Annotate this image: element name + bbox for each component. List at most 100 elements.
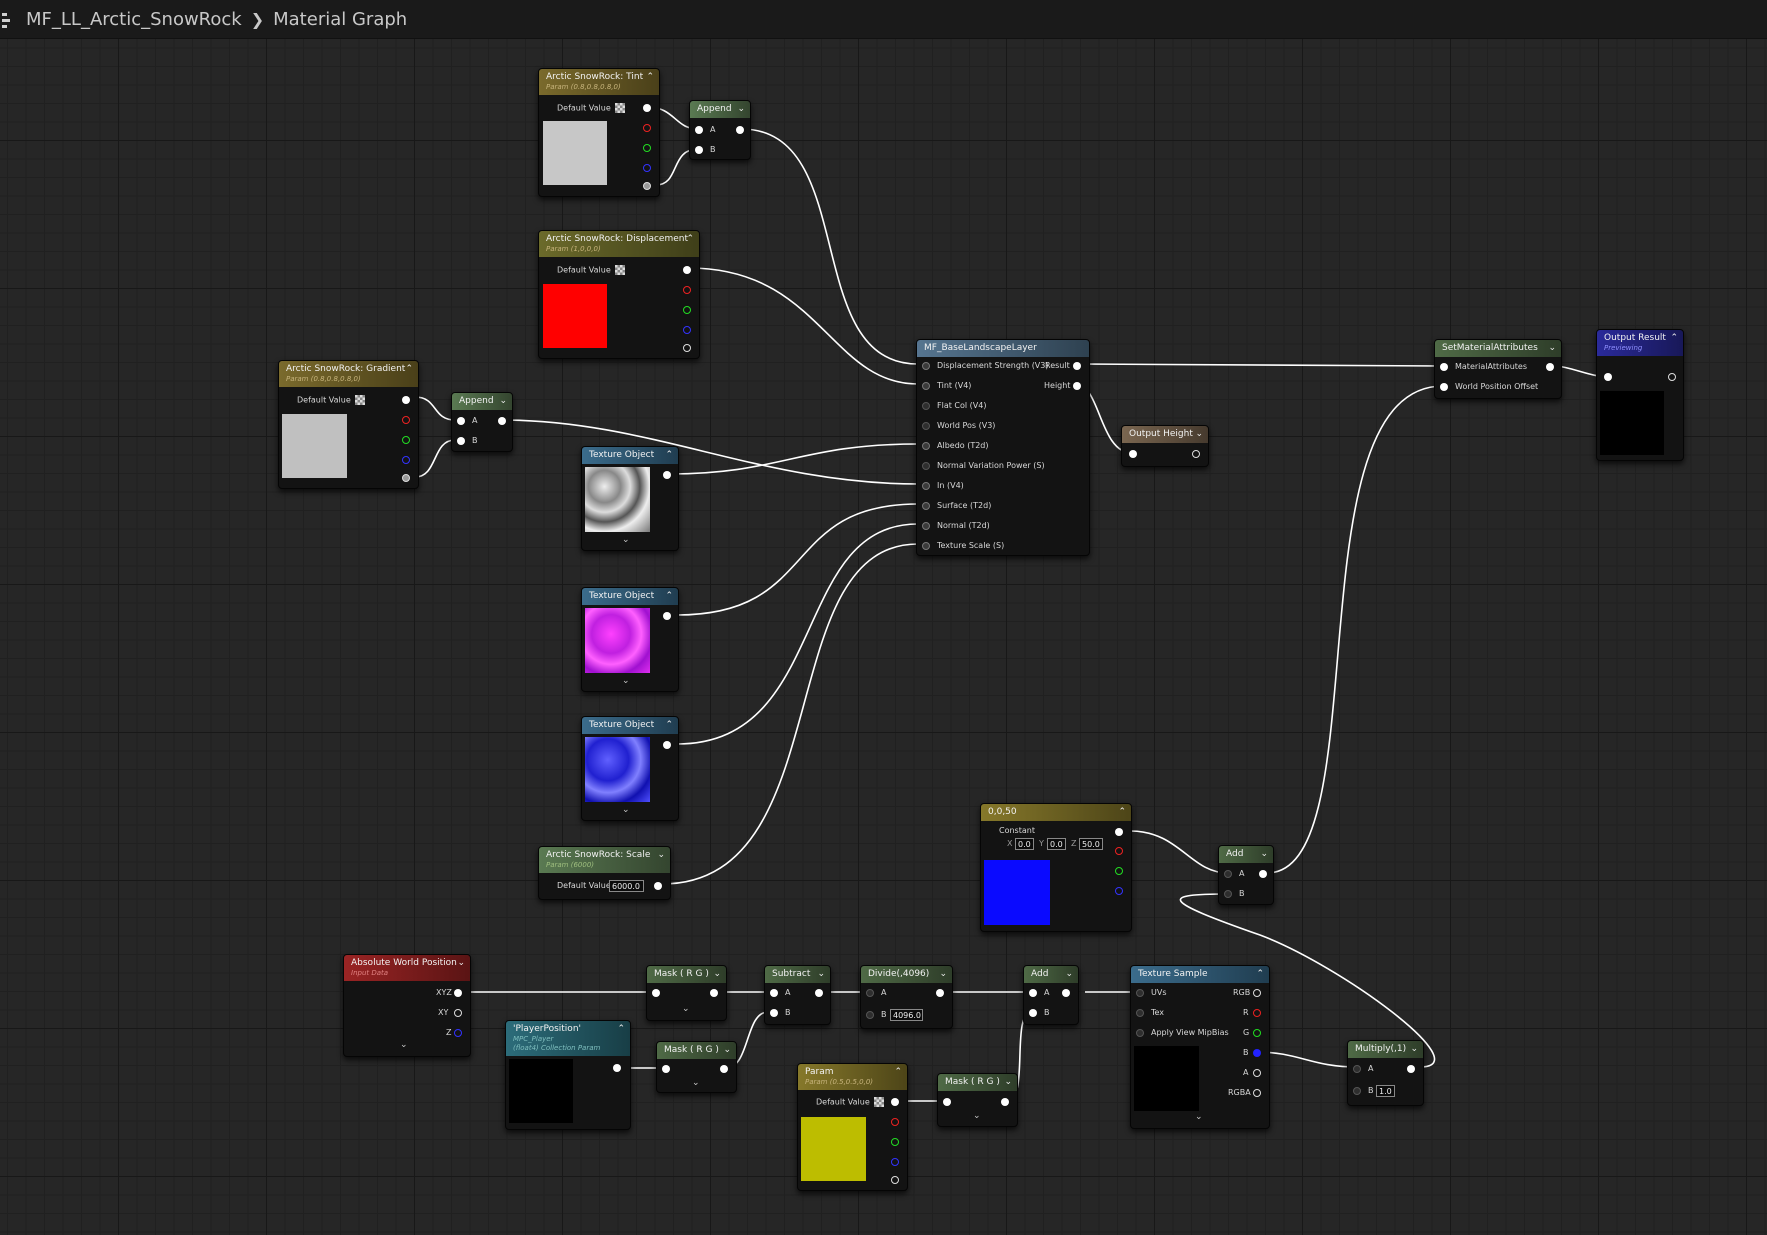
subtract-node[interactable]: Subtract ⌄ A B <box>764 965 831 1025</box>
output-pin-red[interactable] <box>402 416 410 424</box>
input-pin[interactable] <box>943 1098 951 1106</box>
node-header[interactable]: Mask ( R G ) ⌄ <box>938 1074 1017 1091</box>
node-header[interactable]: Param Param (0.5,0.5,0,0) ⌃ <box>798 1064 907 1090</box>
scale-value-input[interactable]: 6000.0 <box>609 880 644 892</box>
output-pin[interactable] <box>683 266 691 274</box>
output-pin[interactable] <box>891 1098 899 1106</box>
texture-object-node[interactable]: Texture Object ⌃ ⌄ <box>581 716 679 821</box>
chevron-down-icon[interactable]: ⌄ <box>457 958 465 968</box>
color-swatch[interactable] <box>543 284 607 348</box>
chevron-down-icon[interactable]: ⌄ <box>1004 1077 1012 1087</box>
scale-param-node[interactable]: Arctic SnowRock: Scale Param (6000) ⌄ De… <box>538 846 671 900</box>
tint-param-node[interactable]: Arctic SnowRock: Tint Param (0.8,0.8,0.8… <box>538 68 660 197</box>
add-node[interactable]: Add ⌄ A B <box>1023 965 1079 1025</box>
input-pin[interactable] <box>662 1065 670 1073</box>
node-header[interactable]: Output Height ⌄ <box>1122 426 1208 443</box>
output-pin-g[interactable] <box>1253 1029 1261 1037</box>
output-pin-green[interactable] <box>683 306 691 314</box>
output-pin[interactable] <box>815 989 823 997</box>
chevron-down-icon[interactable]: ⌄ <box>692 1078 700 1088</box>
output-height-node[interactable]: Output Height ⌄ <box>1121 425 1209 467</box>
chevron-down-icon[interactable]: ⌄ <box>1410 1044 1418 1054</box>
input-pin[interactable] <box>922 382 930 390</box>
absolute-world-position-node[interactable]: Absolute World Position Input Data ⌄ XYZ… <box>343 954 471 1057</box>
output-pin[interactable] <box>1062 989 1070 997</box>
output-pin-red[interactable] <box>683 286 691 294</box>
divide-node[interactable]: Divide(,4096) ⌄ A B 4096.0 <box>860 965 953 1029</box>
output-pin-alpha[interactable] <box>402 474 410 482</box>
chevron-up-icon[interactable]: ⌃ <box>617 1024 625 1034</box>
chevron-down-icon[interactable]: ⌄ <box>713 969 721 979</box>
output-pin-blue[interactable] <box>1115 887 1123 895</box>
node-header[interactable]: Divide(,4096) ⌄ <box>861 966 952 983</box>
output-pin[interactable] <box>663 612 671 620</box>
gradient-param-node[interactable]: Arctic SnowRock: Gradient Param (0.8,0.8… <box>278 360 419 489</box>
chevron-down-icon[interactable]: ⌄ <box>622 805 630 815</box>
input-pin[interactable] <box>922 362 930 370</box>
input-pin-a[interactable] <box>457 417 465 425</box>
output-pin[interactable] <box>710 989 718 997</box>
output-pin[interactable] <box>1192 450 1200 458</box>
y-value-input[interactable]: 0.0 <box>1047 838 1066 850</box>
output-pin-rgba[interactable] <box>1253 1089 1261 1097</box>
input-pin-world-position-offset[interactable] <box>1440 383 1448 391</box>
output-pin-b[interactable] <box>1253 1049 1261 1057</box>
node-header[interactable]: Arctic SnowRock: Tint Param (0.8,0.8,0.8… <box>539 69 659 95</box>
texture-object-node[interactable]: Texture Object ⌃ ⌄ <box>581 587 679 692</box>
input-pin-tex[interactable] <box>1136 1009 1144 1017</box>
chevron-down-icon[interactable]: ⌄ <box>499 396 507 406</box>
input-pin-uvs[interactable] <box>1136 989 1144 997</box>
input-pin[interactable] <box>1604 373 1612 381</box>
input-pin[interactable] <box>922 442 930 450</box>
output-pin-blue[interactable] <box>643 164 651 172</box>
chevron-down-icon[interactable]: ⌄ <box>723 1045 731 1055</box>
mask-rg-node[interactable]: Mask ( R G ) ⌄ ⌄ <box>937 1073 1018 1127</box>
input-pin[interactable] <box>922 422 930 430</box>
texture-sample-node[interactable]: Texture Sample ⌃ UVs Tex Apply View MipB… <box>1130 965 1270 1129</box>
chevron-down-icon[interactable]: ⌄ <box>737 104 745 114</box>
node-header[interactable]: Arctic SnowRock: Gradient Param (0.8,0.8… <box>279 361 418 387</box>
node-header[interactable]: 0,0,50 ⌃ <box>981 804 1131 821</box>
chevron-up-icon[interactable]: ⌃ <box>1256 969 1264 979</box>
chevron-down-icon[interactable]: ⌄ <box>622 676 630 686</box>
input-pin[interactable] <box>1129 450 1137 458</box>
mask-rg-node[interactable]: Mask ( R G ) ⌄ ⌄ <box>656 1041 737 1093</box>
output-pin-height[interactable] <box>1073 382 1081 390</box>
chevron-up-icon[interactable]: ⌃ <box>646 72 654 82</box>
preview-swatch[interactable] <box>509 1059 573 1123</box>
breadcrumb-asset[interactable]: MF_LL_Arctic_SnowRock <box>26 8 242 30</box>
divide-b-input[interactable]: 4096.0 <box>890 1009 923 1021</box>
output-pin-blue[interactable] <box>402 456 410 464</box>
output-pin-r[interactable] <box>1253 1009 1261 1017</box>
node-header[interactable]: Texture Object ⌃ <box>582 717 678 734</box>
input-pin-a[interactable] <box>770 989 778 997</box>
input-pin-b[interactable] <box>770 1009 778 1017</box>
input-pin[interactable] <box>922 462 930 470</box>
input-pin-b[interactable] <box>1224 890 1232 898</box>
output-pin-green[interactable] <box>402 436 410 444</box>
output-pin[interactable] <box>663 471 671 479</box>
base-landscape-layer-node[interactable]: MF_BaseLandscapeLayer Displacement Stren… <box>916 339 1090 556</box>
output-pin-result[interactable] <box>1073 362 1081 370</box>
output-result-node[interactable]: Output Result Previewing ⌃ <box>1596 329 1684 461</box>
node-header[interactable]: Texture Object ⌃ <box>582 588 678 605</box>
output-pin[interactable] <box>1115 828 1123 836</box>
chevron-down-icon[interactable]: ⌄ <box>657 850 665 860</box>
input-pin-a[interactable] <box>866 989 874 997</box>
node-header[interactable]: Arctic SnowRock: Scale Param (6000) ⌄ <box>539 847 670 873</box>
output-pin[interactable] <box>1001 1098 1009 1106</box>
chevron-down-icon[interactable]: ⌄ <box>939 969 947 979</box>
output-pin[interactable] <box>613 1064 621 1072</box>
chevron-up-icon[interactable]: ⌃ <box>686 234 694 244</box>
node-header[interactable]: Absolute World Position Input Data ⌄ <box>344 955 470 981</box>
constant-node[interactable]: 0,0,50 ⌃ Constant X 0.0 Y 0.0 Z 50.0 <box>980 803 1132 932</box>
multiply-node[interactable]: Multiply(,1) ⌄ A B 1.0 <box>1347 1040 1424 1106</box>
chevron-down-icon[interactable]: ⌄ <box>1195 429 1203 439</box>
input-pin-a[interactable] <box>695 126 703 134</box>
output-pin[interactable] <box>498 417 506 425</box>
node-header[interactable]: 'PlayerPosition' MPC_Player (float4) Col… <box>506 1021 630 1056</box>
input-pin[interactable] <box>922 522 930 530</box>
output-pin-alpha[interactable] <box>891 1176 899 1184</box>
input-pin-a[interactable] <box>1353 1065 1361 1073</box>
output-pin-xy[interactable] <box>454 1009 462 1017</box>
